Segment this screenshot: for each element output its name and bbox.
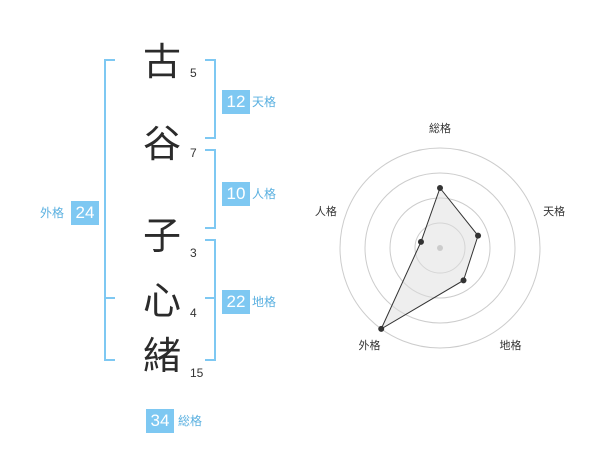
tenkaku-label: 天格 bbox=[252, 95, 277, 109]
name-char-1: 古 bbox=[142, 40, 181, 84]
jinkaku-label: 人格 bbox=[252, 187, 277, 201]
radar-axis-label-3: 地格 bbox=[500, 338, 522, 352]
radar-axis-label-1: 総格 bbox=[429, 121, 451, 135]
radar-axis-label-2: 天格 bbox=[543, 204, 565, 218]
gaikaku-bracket bbox=[104, 59, 115, 361]
radar-axis-label-5: 人格 bbox=[315, 204, 337, 218]
stroke-count-1: 5 bbox=[190, 66, 197, 80]
name-char-5: 緒 bbox=[142, 334, 181, 378]
gaikaku-label: 外格 bbox=[40, 206, 65, 220]
soukaku-label: 総格 bbox=[178, 414, 203, 428]
chikaku-bracket bbox=[205, 239, 216, 361]
radar-ring-3 bbox=[364, 172, 516, 324]
stroke-count-4: 4 bbox=[190, 306, 197, 320]
tenkaku-bracket bbox=[205, 59, 216, 139]
name-char-3: 子 bbox=[142, 214, 181, 258]
chikaku-label: 地格 bbox=[252, 295, 277, 309]
stroke-count-5: 15 bbox=[190, 366, 204, 380]
chikaku-value: 22 bbox=[222, 290, 250, 314]
stroke-count-3: 3 bbox=[190, 246, 197, 260]
radar-point-5 bbox=[417, 238, 424, 245]
radar-point-1 bbox=[437, 185, 443, 191]
radar-ring-4 bbox=[339, 147, 541, 349]
radar-point-2 bbox=[475, 232, 482, 239]
jinkaku-bracket bbox=[205, 149, 216, 229]
name-char-2: 谷 bbox=[142, 122, 181, 166]
radar-point-3 bbox=[460, 277, 467, 284]
radar-point-4 bbox=[378, 325, 385, 332]
gaikaku-value: 24 bbox=[71, 201, 99, 225]
radar-series-shape bbox=[380, 186, 479, 331]
soukaku-value: 34 bbox=[146, 409, 174, 433]
name-char-4: 心 bbox=[142, 279, 181, 323]
radar-axis-label-4: 外格 bbox=[358, 338, 380, 352]
tenkaku-value: 12 bbox=[222, 90, 250, 114]
jinkaku-value: 10 bbox=[222, 182, 250, 206]
stroke-count-2: 7 bbox=[190, 146, 197, 160]
